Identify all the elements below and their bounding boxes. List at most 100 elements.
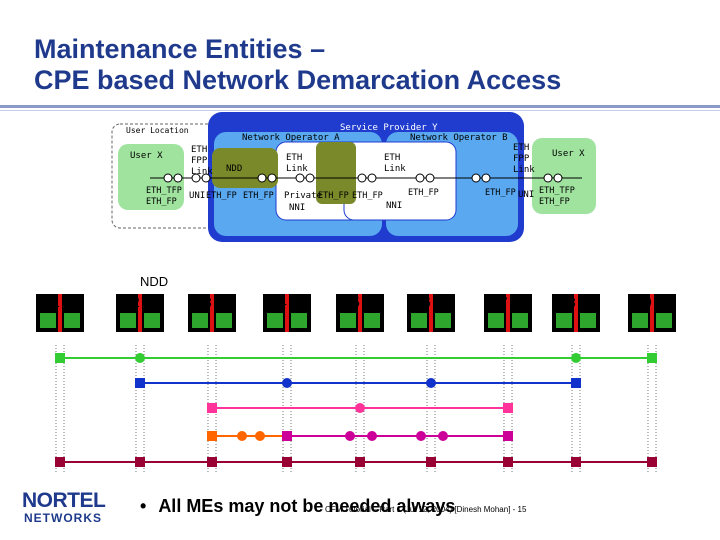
ndd-outer-label: NDD (140, 274, 168, 289)
point-label: 9 (644, 294, 652, 310)
point-block-cell (192, 313, 208, 328)
point-label: 7 (500, 294, 508, 310)
point-divider (138, 294, 142, 332)
title-divider (0, 105, 720, 108)
measurement-point-1: 1 (36, 294, 84, 332)
me-line-1 (55, 353, 657, 363)
point-label: 1 (52, 294, 60, 310)
point-label: 2 (132, 294, 140, 310)
me-line-2 (135, 378, 581, 388)
me-mip (438, 431, 448, 441)
nni-label: NNI (386, 201, 402, 211)
footer-text: All MEs may not be needed always (158, 496, 456, 516)
point-block-cell (512, 313, 528, 328)
point-block-cell (632, 313, 648, 328)
me-endpoint (207, 457, 217, 467)
me-endpoint (647, 353, 657, 363)
point-block-cell (340, 313, 356, 328)
me-mip (345, 431, 355, 441)
eth-link-b-2: Link (384, 164, 406, 174)
eth-link-a-2: Link (286, 164, 308, 174)
eth-fp-b1: ETH_FP (408, 188, 439, 198)
point-label: 6 (423, 294, 431, 310)
ndd-box-mid (316, 142, 356, 204)
me-endpoint (55, 457, 65, 467)
ndd-box-left (212, 148, 278, 188)
measurement-point-8: 8 (552, 294, 600, 332)
me-endpoint (355, 457, 365, 467)
measurement-point-3: 3 (188, 294, 236, 332)
eth-fpp-link-left-3: Link (191, 167, 213, 177)
right-user-port-1: ETH_TFP (539, 186, 575, 196)
ndd-inner-label: NDD (226, 164, 242, 174)
measurement-point-6: 6 (407, 294, 455, 332)
me-endpoint (571, 457, 581, 467)
operator-a-label: Network Operator A (242, 133, 340, 143)
point-label: 4 (279, 294, 287, 310)
uni-right-label: UNI (518, 190, 534, 200)
left-user-port-1: ETH_TFP (146, 186, 182, 196)
user-location-label: User Location (126, 126, 189, 135)
point-divider (506, 294, 510, 332)
point-divider (285, 294, 289, 332)
service-provider-label: Service Provider Y (340, 123, 438, 133)
point-block-cell (656, 313, 672, 328)
point-block-cell (40, 313, 56, 328)
point-divider (574, 294, 578, 332)
bullet: • (140, 496, 147, 516)
measurement-point-4: 4 (263, 294, 311, 332)
measurement-point-5: 5 (336, 294, 384, 332)
me-mip (135, 353, 145, 363)
operator-b-label: Network Operator B (410, 133, 508, 143)
user-x-right-box (532, 138, 596, 214)
eth-link-b-1: ETH (384, 153, 400, 163)
point-divider (650, 294, 654, 332)
point-block-cell (556, 313, 572, 328)
point-block-cell (488, 313, 504, 328)
measurement-points: 1 2 3 4 5 6 7 8 9 (36, 294, 676, 332)
me-mip (426, 378, 436, 388)
measurement-point-9: 9 (628, 294, 676, 332)
nortel-logo: NORTEL NETWORKS (22, 489, 106, 525)
me-endpoint (207, 403, 217, 413)
me-endpoint (282, 457, 292, 467)
point-block-cell (144, 313, 160, 328)
point-block-cell (216, 313, 232, 328)
measurement-point-2: 2 (116, 294, 164, 332)
me-endpoint (135, 378, 145, 388)
point-block-cell (435, 313, 451, 328)
me-mip (355, 403, 365, 413)
title-divider-thin (0, 110, 720, 111)
point-divider (210, 294, 214, 332)
me-line-3 (207, 403, 513, 413)
uni-left-label: UNI (189, 191, 205, 201)
page-title: Maintenance Entities – CPE based Network… (34, 34, 561, 96)
point-label: 3 (204, 294, 212, 310)
measurement-point-7: 7 (484, 294, 532, 332)
eth-fp-a1: ETH_FP (206, 191, 237, 201)
point-block-cell (580, 313, 596, 328)
eth-fpp-link-left-1: ETH (191, 145, 207, 155)
me-endpoint (426, 457, 436, 467)
private-nni-2: NNI (289, 203, 305, 213)
me-endpoint (503, 403, 513, 413)
me-mip (255, 431, 265, 441)
eth-link-a-1: ETH (286, 153, 302, 163)
point-block-cell (267, 313, 283, 328)
user-x-left-box (118, 144, 184, 210)
me-endpoint (571, 378, 581, 388)
me-mip (282, 378, 292, 388)
private-nni-1: Private (284, 191, 322, 201)
user-x-left-label: User X (130, 151, 163, 161)
point-block-cell (411, 313, 427, 328)
point-divider (429, 294, 433, 332)
left-user-port-2: ETH_FP (146, 197, 177, 207)
right-user-port-2: ETH_FP (539, 197, 570, 207)
me-endpoint (503, 457, 513, 467)
me-mip (416, 431, 426, 441)
me-endpoint (135, 457, 145, 467)
me-lines (55, 345, 657, 472)
logo-line-1: NORTEL (22, 489, 106, 512)
me-endpoint (55, 353, 65, 363)
